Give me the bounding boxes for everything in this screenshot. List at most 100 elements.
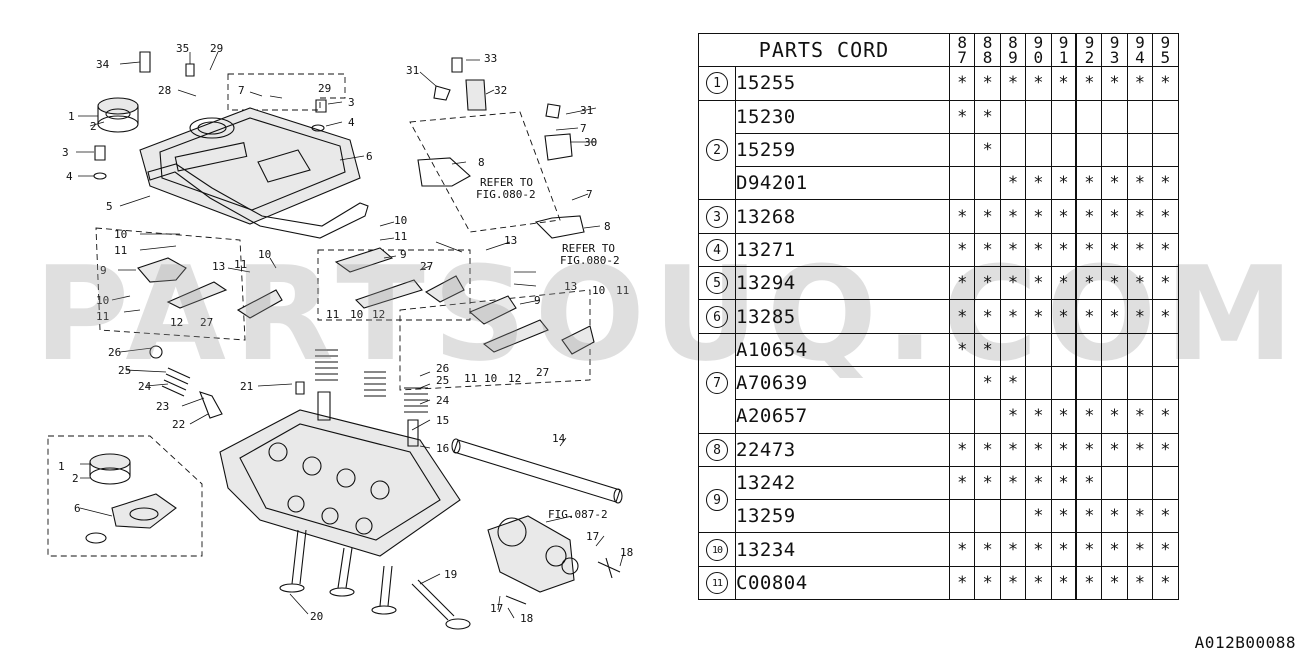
ref-number-cell: 11 xyxy=(698,565,736,601)
year-applicability-cell: * xyxy=(1075,565,1103,601)
year-applicability-cell: * xyxy=(1050,432,1077,467)
part-number-cell: 13285 xyxy=(735,299,950,334)
callout: 23 xyxy=(156,400,169,413)
year-applicability-cell: * xyxy=(1025,465,1052,501)
year-applicability-cell: * xyxy=(1126,299,1154,334)
year-applicability-cell: * xyxy=(974,199,1001,234)
year-applicability-cell xyxy=(1101,132,1128,168)
exploded-parts-diagram: 34 35 29 28 1 2 3 4 5 6 7 29 3 4 33 31 3… xyxy=(47,42,633,630)
group-outline-top xyxy=(227,73,346,111)
year-applicability-cell: * xyxy=(999,432,1027,467)
year-applicability-cell: * xyxy=(1101,232,1128,268)
year-applicability-cell: * xyxy=(1075,166,1103,201)
year-applicability-cell: * xyxy=(999,365,1027,401)
table-row: 15259* xyxy=(699,132,1179,168)
year-applicability-cell: * xyxy=(1101,565,1128,601)
year-applicability-cell xyxy=(1075,332,1103,367)
year-applicability-cell xyxy=(974,166,1001,201)
year-applicability-cell: * xyxy=(999,399,1027,434)
callout: 11 xyxy=(326,308,339,321)
year-applicability-cell: * xyxy=(948,199,976,234)
callout: 20 xyxy=(310,610,323,623)
year-applicability-cell xyxy=(1126,332,1154,367)
callout: 33 xyxy=(484,52,497,65)
year-applicability-cell: * xyxy=(1025,166,1052,201)
callout: 10 xyxy=(350,308,363,321)
year-applicability-cell xyxy=(1050,365,1077,401)
year-applicability-cell xyxy=(1075,99,1103,134)
callout: 12 xyxy=(170,316,183,329)
year-applicability-cell: * xyxy=(1050,266,1077,301)
year-applicability-cell: * xyxy=(1050,565,1077,601)
year-applicability-cell: * xyxy=(1075,465,1103,501)
year-applicability-cell: * xyxy=(1050,532,1077,567)
year-applicability-cell: * xyxy=(1126,532,1154,567)
ref-number-circle: 11 xyxy=(706,572,728,595)
year-applicability-cell xyxy=(948,499,976,534)
callout: 24 xyxy=(138,380,152,393)
year-applicability-cell: * xyxy=(1075,266,1103,301)
year-applicability-cell: * xyxy=(1025,399,1052,434)
year-applicability-cell: * xyxy=(974,532,1001,567)
callout: 26 xyxy=(436,362,449,375)
table-row: A20657******* xyxy=(699,399,1179,434)
callout: 9 xyxy=(534,294,541,307)
year-applicability-cell: * xyxy=(1025,432,1052,467)
callout: 3 xyxy=(348,96,355,109)
year-applicability-cell: * xyxy=(999,199,1027,234)
callout: 18 xyxy=(620,546,633,559)
year-applicability-cell: * xyxy=(974,99,1001,134)
ref-number-cell: 5 xyxy=(698,266,736,301)
year-applicability-cell: * xyxy=(1101,399,1128,434)
callout: 10 xyxy=(484,372,497,385)
year-applicability-cell xyxy=(1025,365,1052,401)
year-applicability-cell: * xyxy=(1126,565,1154,601)
year-applicability-cell: * xyxy=(999,66,1027,101)
ref-number-cell: 8 xyxy=(698,432,736,467)
callout: 10 xyxy=(592,284,605,297)
year-applicability-cell: * xyxy=(948,232,976,268)
callout: 18 xyxy=(520,612,533,625)
part-number-cell: 13259 xyxy=(735,499,950,534)
year-applicability-cell xyxy=(948,132,976,168)
year-applicability-cell xyxy=(999,332,1027,367)
year-applicability-cell xyxy=(1075,132,1103,168)
part-number-cell: 13271 xyxy=(735,232,950,268)
year-applicability-cell xyxy=(948,365,976,401)
year-applicability-cell xyxy=(1152,132,1179,168)
callout: 12 xyxy=(508,372,521,385)
year-applicability-cell: * xyxy=(1075,232,1103,268)
year-applicability-cell xyxy=(974,399,1001,434)
cam-case-housing xyxy=(487,515,579,593)
year-applicability-cell: * xyxy=(999,299,1027,334)
year-applicability-cell xyxy=(999,132,1027,168)
year-applicability-cell: * xyxy=(999,532,1027,567)
year-applicability-cell: * xyxy=(974,232,1001,268)
year-applicability-cell xyxy=(1126,465,1154,501)
year-applicability-cell: * xyxy=(1126,166,1154,201)
year-applicability-cell xyxy=(1101,465,1128,501)
year-applicability-cell: * xyxy=(1126,66,1154,101)
callout: 4 xyxy=(348,116,355,129)
year-applicability-cell: * xyxy=(1050,399,1077,434)
table-row: A70639** xyxy=(699,365,1179,401)
year-applicability-cell xyxy=(1152,99,1179,134)
year-applicability-cell: * xyxy=(1152,166,1179,201)
cylinder-head xyxy=(219,409,461,557)
year-applicability-cell: * xyxy=(1152,66,1179,101)
callout: 11 xyxy=(114,244,127,257)
callout: 31 xyxy=(406,64,419,77)
year-applicability-cell: * xyxy=(948,66,976,101)
cover-bolts xyxy=(93,51,463,180)
year-applicability-cell xyxy=(1050,132,1077,168)
year-applicability-cell: * xyxy=(1050,299,1077,334)
part-number-cell: 15259 xyxy=(735,132,950,168)
year-applicability-cell xyxy=(1152,365,1179,401)
year-applicability-cell: * xyxy=(1025,299,1052,334)
year-applicability-cell: * xyxy=(1050,66,1077,101)
